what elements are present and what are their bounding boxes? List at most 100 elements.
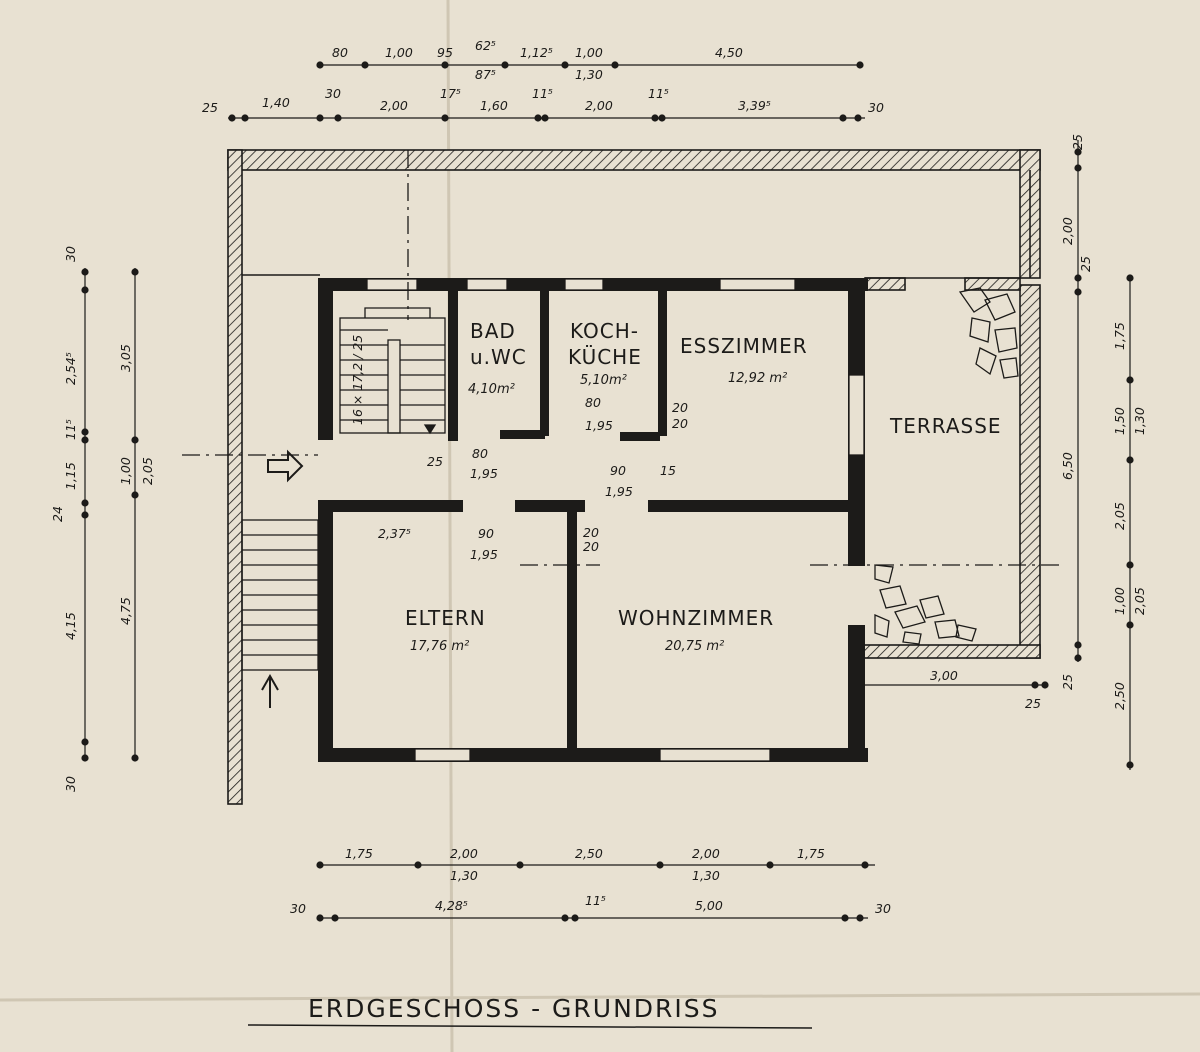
svg-text:20: 20 bbox=[583, 525, 599, 540]
room-esszimmer-area: 12,92 m² bbox=[728, 371, 787, 386]
svg-text:2,54⁵: 2,54⁵ bbox=[63, 352, 78, 385]
svg-text:90: 90 bbox=[610, 463, 626, 478]
svg-text:6,50: 6,50 bbox=[1060, 452, 1075, 480]
stair-label: 16 × 17,2 / 25 bbox=[350, 335, 365, 425]
room-wohnzimmer-label: WOHNZIMMER bbox=[618, 606, 774, 630]
svg-text:4,15: 4,15 bbox=[63, 612, 78, 640]
svg-text:30: 30 bbox=[290, 901, 306, 916]
svg-text:2,05: 2,05 bbox=[1112, 502, 1127, 530]
svg-text:30: 30 bbox=[868, 100, 884, 115]
svg-text:17⁵: 17⁵ bbox=[440, 86, 461, 101]
svg-text:2,00: 2,00 bbox=[380, 98, 408, 113]
svg-text:5,00: 5,00 bbox=[695, 898, 723, 913]
svg-text:80: 80 bbox=[472, 446, 488, 461]
svg-text:4,28⁵: 4,28⁵ bbox=[435, 898, 468, 913]
svg-text:11⁵: 11⁵ bbox=[585, 893, 606, 908]
drawing-title: ERDGESCHOSS - GRUNDRISS bbox=[308, 994, 720, 1023]
svg-text:11⁵: 11⁵ bbox=[63, 419, 78, 440]
room-eltern-label: ELTERN bbox=[405, 606, 486, 630]
room-kueche-label: KOCH- bbox=[570, 319, 639, 343]
svg-text:30: 30 bbox=[63, 776, 78, 792]
section-cut-lines bbox=[182, 150, 1060, 566]
svg-text:1,75: 1,75 bbox=[345, 846, 373, 861]
svg-text:1,00: 1,00 bbox=[1112, 587, 1127, 615]
svg-text:1,95: 1,95 bbox=[470, 466, 498, 481]
room-bad-area: 4,10m² bbox=[468, 382, 515, 397]
svg-text:11⁵: 11⁵ bbox=[648, 86, 669, 101]
svg-text:20: 20 bbox=[583, 539, 599, 554]
room-bad-label-2: u.WC bbox=[470, 345, 527, 369]
dimension-lines bbox=[81, 61, 1134, 922]
title-underline bbox=[247, 1024, 813, 1029]
svg-text:1,00: 1,00 bbox=[575, 45, 603, 60]
svg-text:25: 25 bbox=[202, 100, 218, 115]
svg-text:3,05: 3,05 bbox=[118, 344, 133, 372]
svg-text:11⁵: 11⁵ bbox=[532, 86, 553, 101]
svg-text:87⁵: 87⁵ bbox=[475, 67, 496, 82]
dims-interior: 80 1,95 20 20 25 80 1,95 90 15 1,95 2,37… bbox=[378, 395, 1041, 711]
svg-text:3,00: 3,00 bbox=[930, 668, 958, 683]
room-wohnzimmer-area: 20,75 m² bbox=[665, 639, 724, 654]
outer-hatched-wall bbox=[227, 149, 1041, 805]
svg-text:1,95: 1,95 bbox=[585, 418, 613, 433]
dims-bottom-row1: 1,75 2,00 1,30 2,50 2,00 1,30 1,75 bbox=[345, 846, 825, 883]
svg-text:1,75: 1,75 bbox=[797, 846, 825, 861]
dims-top-row1: 80 1,00 95 62⁵ 87⁵ 1,12⁵ 1,00 1,30 4,50 bbox=[332, 38, 743, 82]
svg-text:30: 30 bbox=[875, 901, 891, 916]
svg-text:2,37⁵: 2,37⁵ bbox=[378, 526, 411, 541]
svg-text:1,75: 1,75 bbox=[1112, 322, 1127, 350]
svg-text:2,50: 2,50 bbox=[575, 846, 603, 861]
svg-text:1,60: 1,60 bbox=[480, 98, 508, 113]
terrace-plan-lines bbox=[242, 170, 1031, 279]
dims-left-inner: 3,05 1,00 2,05 4,75 bbox=[118, 344, 155, 625]
svg-text:1,30: 1,30 bbox=[450, 868, 478, 883]
svg-text:20: 20 bbox=[672, 416, 688, 431]
svg-text:80: 80 bbox=[332, 45, 348, 60]
svg-text:25: 25 bbox=[1025, 696, 1041, 711]
svg-text:1,12⁵: 1,12⁵ bbox=[520, 45, 553, 60]
svg-text:62⁵: 62⁵ bbox=[475, 38, 496, 53]
svg-text:90: 90 bbox=[478, 526, 494, 541]
windows bbox=[366, 278, 865, 762]
svg-text:1,15: 1,15 bbox=[63, 462, 78, 490]
svg-text:1,95: 1,95 bbox=[470, 547, 498, 562]
svg-text:80: 80 bbox=[585, 395, 601, 410]
svg-text:4,50: 4,50 bbox=[715, 45, 743, 60]
staircase bbox=[339, 307, 446, 435]
svg-text:30: 30 bbox=[325, 86, 341, 101]
svg-text:4,75: 4,75 bbox=[118, 597, 133, 625]
svg-text:24: 24 bbox=[50, 506, 65, 522]
svg-text:25: 25 bbox=[1078, 256, 1093, 272]
svg-text:30: 30 bbox=[63, 246, 78, 262]
svg-text:2,00: 2,00 bbox=[585, 98, 613, 113]
svg-text:25: 25 bbox=[1070, 134, 1085, 150]
paving-stones bbox=[874, 287, 1019, 645]
svg-text:2,50: 2,50 bbox=[1112, 682, 1127, 710]
svg-text:3,39⁵: 3,39⁵ bbox=[738, 98, 771, 113]
svg-text:20: 20 bbox=[672, 400, 688, 415]
svg-text:1,30: 1,30 bbox=[1132, 407, 1147, 435]
svg-text:2,00: 2,00 bbox=[692, 846, 720, 861]
svg-text:25: 25 bbox=[1060, 674, 1075, 690]
svg-text:1,00: 1,00 bbox=[118, 457, 133, 485]
room-bad-label: BAD bbox=[470, 319, 516, 343]
dims-left-outer: 30 2,54⁵ 11⁵ 1,15 24 4,15 30 bbox=[50, 246, 78, 792]
svg-text:1,00: 1,00 bbox=[385, 45, 413, 60]
svg-text:1,50: 1,50 bbox=[1112, 407, 1127, 435]
svg-text:25: 25 bbox=[427, 454, 443, 469]
svg-text:2,05: 2,05 bbox=[140, 457, 155, 485]
svg-text:1,40: 1,40 bbox=[262, 95, 290, 110]
svg-text:1,95: 1,95 bbox=[605, 484, 633, 499]
dims-bottom-row2: 30 4,28⁵ 11⁵ 5,00 30 bbox=[290, 893, 891, 916]
room-terrasse-label: TERRASSE bbox=[889, 414, 1002, 438]
svg-text:2,00: 2,00 bbox=[450, 846, 478, 861]
dims-right-outer: 25 2,00 25 6,50 25 bbox=[1060, 134, 1093, 690]
svg-text:95: 95 bbox=[437, 45, 453, 60]
dims-top-row2: 25 1,40 30 2,00 17⁵ 1,60 11⁵ 2,00 11⁵ 3,… bbox=[202, 86, 884, 115]
room-esszimmer-label: ESSZIMMER bbox=[680, 334, 808, 358]
svg-text:2,05: 2,05 bbox=[1132, 587, 1147, 615]
entrance-arrow-icon bbox=[261, 449, 304, 708]
entrance-steps bbox=[241, 519, 319, 671]
